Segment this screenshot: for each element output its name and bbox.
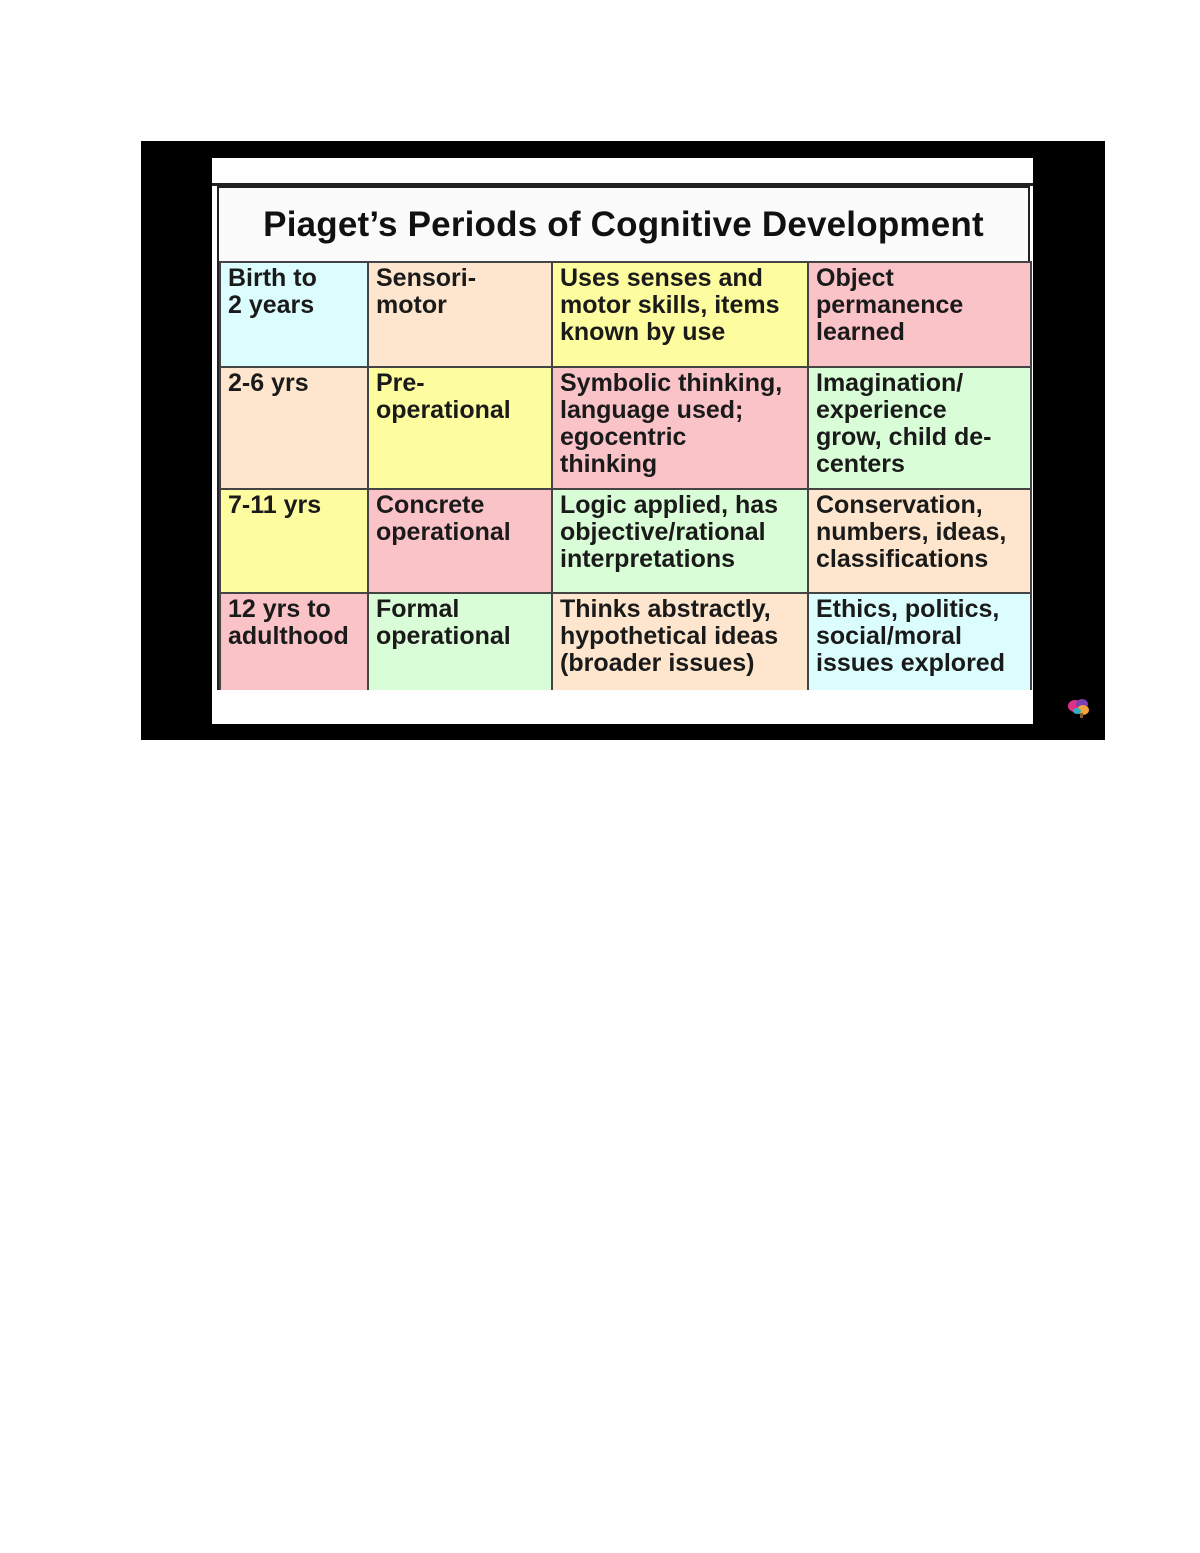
outcome-cell: Conservation, numbers, ideas, classifica… bbox=[807, 488, 1032, 594]
age-cell: 2-6 yrs bbox=[219, 366, 369, 490]
description-cell: Uses senses and motor skills, items know… bbox=[551, 261, 809, 368]
age-cell: 7-11 yrs bbox=[219, 488, 369, 594]
slide-bottom-strip bbox=[212, 690, 1033, 724]
slide-page: Piaget’s Periods of Cognitive Developmen… bbox=[212, 158, 1033, 724]
periods-table: Birth to 2 years Sensori- motor Uses sen… bbox=[219, 261, 1032, 698]
table-row: 12 yrs to adulthood Formal operational T… bbox=[219, 592, 1032, 698]
outcome-cell: Object permanence learned bbox=[807, 261, 1032, 368]
stage-cell: Pre- operational bbox=[367, 366, 553, 490]
table-row: 2-6 yrs Pre- operational Symbolic thinki… bbox=[219, 366, 1032, 490]
table-row: Birth to 2 years Sensori- motor Uses sen… bbox=[219, 261, 1032, 368]
outcome-cell: Ethics, politics, social/moral issues ex… bbox=[807, 592, 1032, 698]
slide-title: Piaget’s Periods of Cognitive Developmen… bbox=[263, 204, 984, 244]
description-cell: Logic applied, has objective/rational in… bbox=[551, 488, 809, 594]
age-cell: Birth to 2 years bbox=[219, 261, 369, 368]
slide-frame: Piaget’s Periods of Cognitive Developmen… bbox=[141, 141, 1105, 740]
outcome-cell: Imagination/ experience grow, child de- … bbox=[807, 366, 1032, 490]
brain-logo-icon bbox=[1068, 699, 1089, 718]
slide-top-strip bbox=[212, 158, 1033, 186]
table-row: 7-11 yrs Concrete operational Logic appl… bbox=[219, 488, 1032, 594]
age-cell: 12 yrs to adulthood bbox=[219, 592, 369, 698]
description-cell: Symbolic thinking, language used; egocen… bbox=[551, 366, 809, 490]
stage-cell: Concrete operational bbox=[367, 488, 553, 594]
stage-cell: Formal operational bbox=[367, 592, 553, 698]
periods-table-container: Piaget’s Periods of Cognitive Developmen… bbox=[217, 186, 1032, 698]
description-cell: Thinks abstractly, hypothetical ideas (b… bbox=[551, 592, 809, 698]
stage-cell: Sensori- motor bbox=[367, 261, 553, 368]
